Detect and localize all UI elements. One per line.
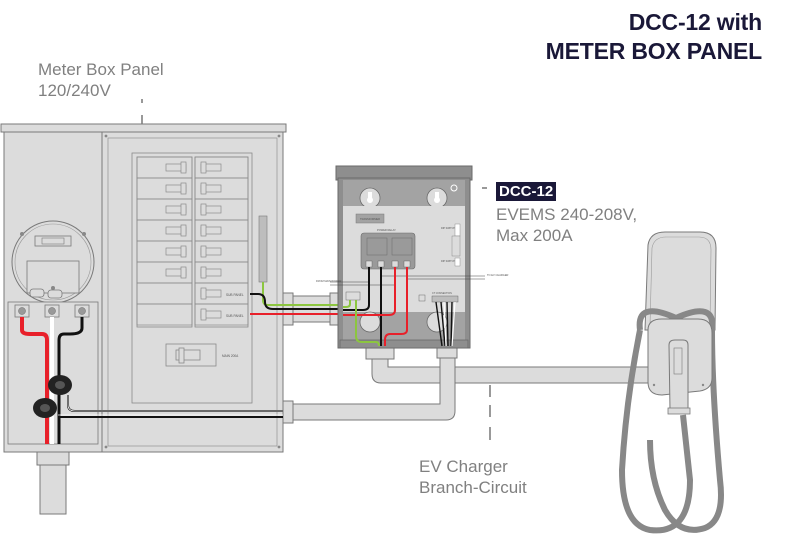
conduit-dcc-to-meter [282, 345, 458, 424]
sub-panel-label-1: SUB PANEL [226, 293, 244, 297]
ev-charger [618, 231, 724, 534]
diagram-title: DCC-12 with METER BOX PANEL [545, 8, 763, 66]
breaker-toggle-left [180, 182, 187, 195]
breaker-toggle-right [200, 266, 207, 279]
main-breaker-label: MAIN 200A [222, 354, 239, 358]
dcc-12-unit: TRANSFORMER POWER RELAY DIP SWITCH DIP S… [316, 165, 509, 349]
title-line-2: METER BOX PANEL [545, 38, 763, 64]
dcc-label-line-1: EVEMS 240-208V, [496, 205, 638, 224]
dip-switch-label-1: DIP SWITCH [441, 227, 455, 230]
breaker-slot-left [136, 303, 193, 326]
ct-clamp-1 [48, 375, 72, 395]
breaker-toggle-right [200, 161, 207, 174]
ev-branch-label: EV Charger Branch-Circuit [419, 456, 527, 498]
breaker-toggle-right [200, 224, 207, 237]
breaker-toggle-right [200, 287, 207, 300]
breaker-slot-right [194, 303, 249, 326]
from-main-power-label: FROM MAIN POWER [316, 279, 341, 283]
breakers [136, 156, 249, 326]
ct-clamp-2 [33, 398, 57, 418]
meter-box-label: Meter Box Panel 120/240V [38, 59, 164, 101]
sub-panel-label-2: SUB PANEL [226, 314, 244, 318]
breaker-toggle-left [180, 245, 187, 258]
transformer-label: TRANSFORMER [360, 217, 380, 221]
power-relay-label: POWER RELAY [377, 228, 396, 232]
dcc-badge: DCC-12 [496, 182, 557, 201]
breaker-toggle-left [180, 203, 187, 216]
feed-wires [250, 282, 343, 315]
conduit-dcc-to-ev [371, 354, 651, 384]
meter-box-label-line-2: 120/240V [38, 81, 111, 100]
ct-connection-label: CT CONNECTION [432, 292, 452, 295]
meter-box-panel: SUB PANEL SUB PANEL MAIN 200A [0, 123, 287, 515]
dip-switch-label-2: DIP SWITCH [441, 260, 455, 263]
to-ev-charger-label: TO EV CHARGER [487, 273, 509, 277]
breaker-toggle-right [200, 203, 207, 216]
breaker-toggle-right [200, 182, 207, 195]
dcc-label: DCC-12 EVEMS 240-208V, Max 200A [496, 180, 637, 246]
breaker-toggle-right [200, 245, 207, 258]
ev-branch-label-line-2: Branch-Circuit [419, 478, 527, 497]
meter-wires [20, 317, 283, 444]
breaker-toggle-left [180, 161, 187, 174]
dcc-label-line-2: Max 200A [496, 226, 573, 245]
ev-branch-label-line-1: EV Charger [419, 457, 508, 476]
breaker-toggle-left [180, 266, 187, 279]
meter-box-label-line-1: Meter Box Panel [38, 60, 164, 79]
electric-meter [11, 220, 95, 304]
title-line-1: DCC-12 with [628, 9, 762, 35]
breaker-toggle-right [200, 308, 207, 321]
breaker-toggle-left [180, 224, 187, 237]
